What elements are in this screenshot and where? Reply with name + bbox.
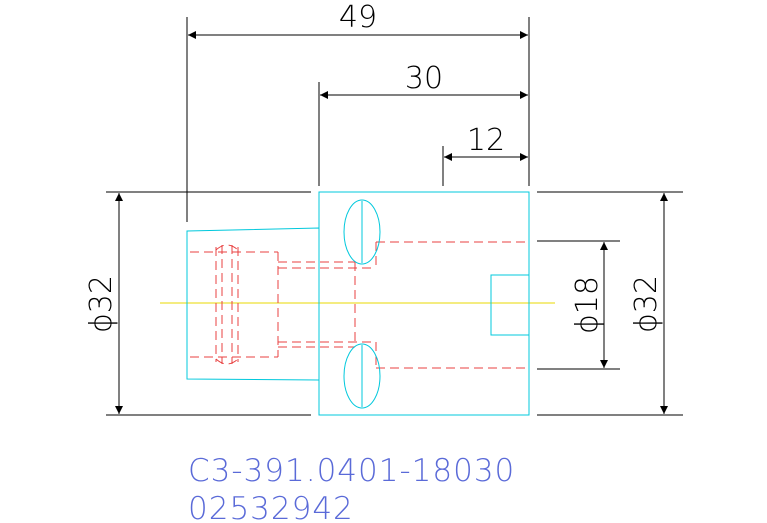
dimension-layer <box>106 17 683 416</box>
outline-layer <box>186 191 530 416</box>
dimension-text-overall-length: 49 <box>339 0 377 35</box>
dimension-text-bore-diameter: ϕ18 <box>570 276 605 334</box>
outline-pocket <box>490 274 530 336</box>
hidden-groove-cap-top <box>215 244 239 251</box>
dimension-text-right-diameter: ϕ32 <box>629 275 664 333</box>
outline-shank <box>186 227 320 381</box>
dimension-text-body-length: 30 <box>405 61 443 96</box>
outline-cross-hole-bottom <box>343 343 381 409</box>
outline-cross-hole-top <box>343 199 381 265</box>
dimension-text-left-diameter: ϕ32 <box>84 275 119 333</box>
hidden-groove-cap-bottom <box>215 358 239 365</box>
dimension-text-bore-depth: 12 <box>467 123 505 158</box>
part-code: 02532942 <box>188 491 354 523</box>
hidden-lines-layer <box>190 241 530 369</box>
part-number: C3-391.0401-18030 <box>188 453 515 489</box>
